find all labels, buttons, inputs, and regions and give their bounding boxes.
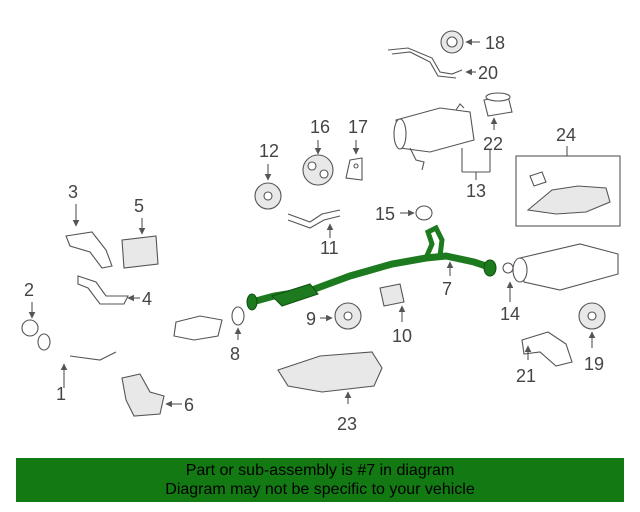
part-12-hanger: 12 bbox=[254, 141, 282, 210]
part-14-rear-muffler: 14 bbox=[500, 243, 619, 324]
callout-16[interactable]: 16 bbox=[310, 117, 330, 137]
callout-21[interactable]: 21 bbox=[516, 366, 536, 386]
part-17-bracket: 17 bbox=[345, 117, 368, 181]
part-8-gasket: 8 bbox=[230, 306, 245, 364]
callout-18[interactable]: 18 bbox=[485, 33, 505, 53]
part-4-bracket: 4 bbox=[77, 275, 152, 309]
callout-10[interactable]: 10 bbox=[392, 326, 412, 346]
callout-15[interactable]: 15 bbox=[375, 204, 395, 224]
banner-line-2: Diagram may not be specific to your vehi… bbox=[165, 481, 475, 498]
part-10-bracket: 10 bbox=[379, 283, 412, 346]
part-3-bracket: 3 bbox=[65, 182, 113, 269]
part-22-tail-tip: 22 bbox=[483, 92, 513, 154]
callout-12[interactable]: 12 bbox=[259, 141, 279, 161]
callout-23[interactable]: 23 bbox=[337, 414, 357, 434]
part-24-heat-shield-kit: 24 bbox=[515, 125, 621, 227]
part-11-bracket: 11 bbox=[287, 209, 341, 258]
part-18-hanger-ring: 18 bbox=[440, 30, 505, 54]
part-23-heat-shield: 23 bbox=[277, 351, 383, 434]
part-21-bracket: 21 bbox=[516, 331, 573, 386]
callout-7[interactable]: 7 bbox=[442, 279, 452, 299]
callout-20[interactable]: 20 bbox=[478, 63, 498, 83]
part-13-muffler: 13 bbox=[393, 103, 491, 201]
part-7-center-pipe[interactable]: 7 bbox=[246, 224, 497, 311]
callout-19[interactable]: 19 bbox=[584, 354, 604, 374]
part-16-hanger: 16 bbox=[302, 117, 334, 186]
part-9-hanger: 9 bbox=[306, 302, 362, 330]
callout-6[interactable]: 6 bbox=[184, 395, 194, 415]
diagram-notice-banner: Part or sub-assembly is #7 in diagram Di… bbox=[16, 458, 624, 502]
part-6-bracket: 6 bbox=[121, 373, 194, 417]
part-1-front-pipe: 1 bbox=[37, 315, 223, 404]
callout-1[interactable]: 1 bbox=[56, 384, 66, 404]
banner-line-1: Part or sub-assembly is #7 in diagram bbox=[185, 462, 455, 479]
callout-14[interactable]: 14 bbox=[500, 304, 520, 324]
callout-8[interactable]: 8 bbox=[230, 344, 240, 364]
callout-9[interactable]: 9 bbox=[306, 309, 316, 329]
callout-5[interactable]: 5 bbox=[134, 196, 144, 216]
part-2-gasket: 2 bbox=[21, 280, 39, 337]
part-19-hanger: 19 bbox=[578, 302, 606, 374]
callout-22[interactable]: 22 bbox=[483, 134, 503, 154]
part-20-bracket: 20 bbox=[387, 47, 498, 83]
callout-4[interactable]: 4 bbox=[142, 289, 152, 309]
callout-17[interactable]: 17 bbox=[348, 117, 368, 137]
callout-11[interactable]: 11 bbox=[320, 238, 339, 258]
exhaust-parts-diagram: 18 20 13 22 24 16 bbox=[21, 30, 621, 434]
part-15-gasket: 15 bbox=[375, 204, 433, 224]
part-5-heat-insulator: 5 bbox=[121, 196, 159, 269]
callout-24[interactable]: 24 bbox=[556, 125, 576, 145]
callout-13[interactable]: 13 bbox=[466, 181, 486, 201]
callout-2[interactable]: 2 bbox=[24, 280, 34, 300]
callout-3[interactable]: 3 bbox=[68, 182, 78, 202]
